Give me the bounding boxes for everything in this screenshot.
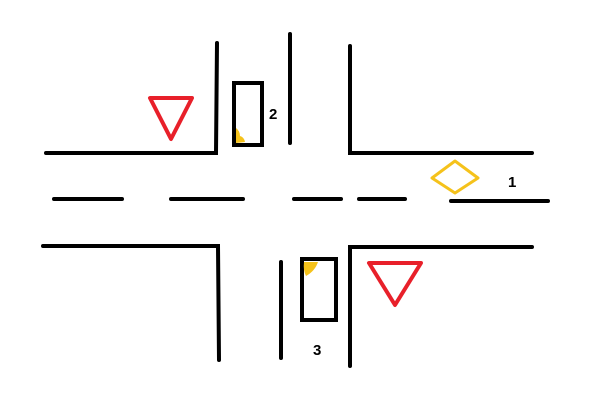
vehicle-label-1: 1 xyxy=(508,174,516,191)
vehicle-label-3: 3 xyxy=(313,342,321,359)
vehicle-3 xyxy=(300,257,338,322)
curb-upper-left xyxy=(44,41,219,155)
priority-road-sign-icon xyxy=(430,159,480,195)
road-edges xyxy=(41,32,550,368)
yield-sign-icon xyxy=(367,261,423,307)
curb-lower-right xyxy=(348,245,534,368)
turn-signal-icon xyxy=(303,262,318,276)
curb-upper-right xyxy=(348,44,534,155)
yield-sign-icon xyxy=(148,96,194,141)
turn-signal-icon xyxy=(236,128,245,143)
vehicle-label-2: 2 xyxy=(269,106,277,123)
curb-lower-left xyxy=(41,244,221,362)
vehicle-2 xyxy=(232,81,264,147)
